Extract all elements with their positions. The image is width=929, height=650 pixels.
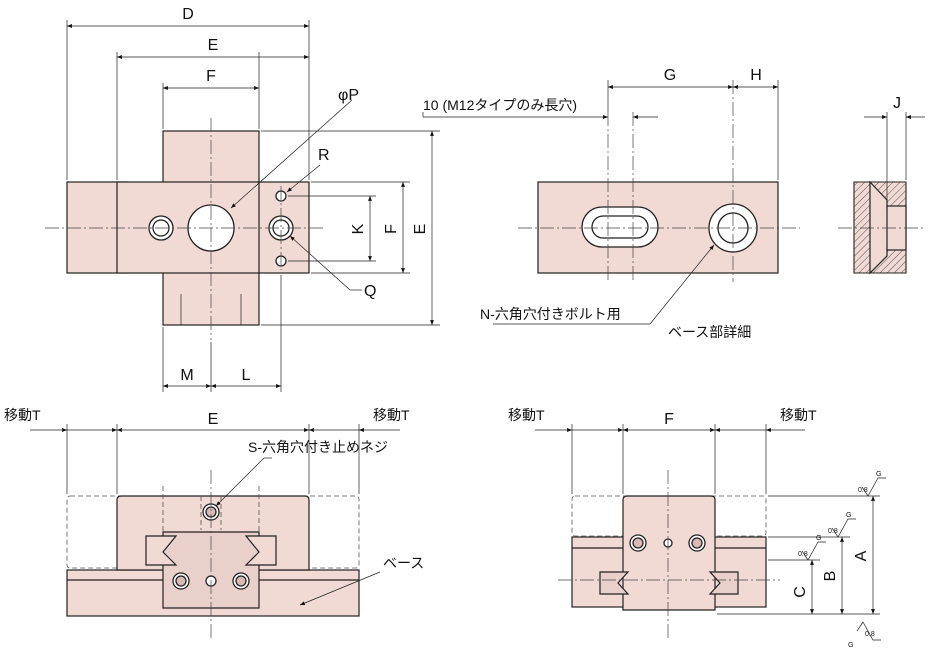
dim-K-label: K [350, 223, 367, 234]
dim-F-vert-label: F [383, 224, 400, 234]
base-detail-view: G H 10 (M12タイプのみ長穴) N-六角穴付きボルト用 ベース部詳細 [422, 67, 800, 340]
base-section-view: J [838, 95, 925, 275]
dim-A-label: A [853, 550, 870, 561]
dim-F-side-label: F [664, 411, 674, 428]
dim-L-label: L [242, 367, 251, 384]
finish-ra-4: 0.8 [865, 631, 875, 638]
finish-G-4: G [848, 642, 853, 649]
dim-E-front-label: E [208, 411, 219, 428]
side-view-slide [622, 495, 716, 611]
slot-note: 10 (M12タイプのみ長穴) [423, 97, 577, 113]
finish-ra-3: 0.8 [798, 551, 808, 558]
finish-ra-2: 0.8 [828, 528, 838, 535]
set-screw-note: S-六角穴付き止めネジ [248, 439, 388, 455]
dim-F-label: F [206, 68, 216, 85]
top-view: D E F φP R Q M L K F E [45, 6, 440, 392]
dim-phiP-label: φP [338, 87, 359, 104]
travel-label-side-right: 移動T [780, 407, 817, 423]
bolt-note: N-六角穴付きボルト用 [480, 306, 621, 322]
dim-D-label: D [182, 6, 194, 23]
travel-label-left: 移動T [4, 407, 41, 423]
base-label: ベース [383, 555, 424, 571]
finish-G-2: G [846, 512, 851, 519]
dim-B-label: B [822, 571, 839, 582]
side-view: G 0.8 G 0.8 G 0.8 0.8 G 移動T 移動T F A B C [508, 407, 886, 649]
finish-G-1: G [876, 471, 881, 478]
dim-J-label: J [893, 95, 901, 112]
finish-ra-1: 0.8 [858, 487, 868, 494]
dim-H-label: H [750, 67, 762, 84]
travel-label-side-left: 移動T [508, 407, 545, 423]
base-detail-title: ベース部詳細 [668, 324, 751, 340]
dim-Q-label: Q [364, 283, 376, 300]
finish-G-3: G [816, 535, 821, 542]
dim-M-label: M [180, 367, 193, 384]
dim-E-vert-label: E [412, 224, 429, 235]
slot-hole-inner [591, 215, 649, 239]
dim-C-label: C [792, 586, 809, 598]
dim-R-label: R [318, 147, 330, 164]
dim-G-label: G [664, 67, 676, 84]
travel-label-right: 移動T [373, 407, 410, 423]
front-view: 移動T 移動T E S-六角穴付き止めネジ ベース [4, 407, 424, 640]
dim-E-label: E [208, 37, 219, 54]
